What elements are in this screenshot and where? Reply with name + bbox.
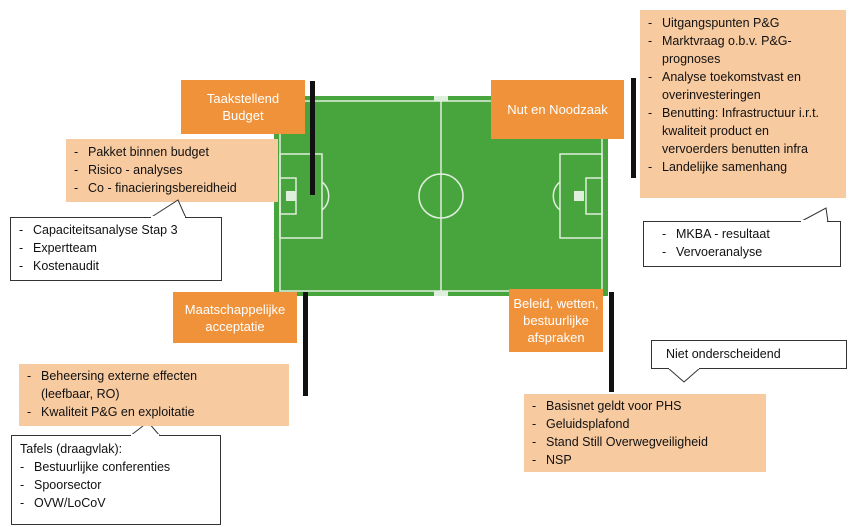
list-item: Geluidsplafond: [532, 415, 758, 433]
label-taakstellend-budget-text: Taakstellend Budget: [206, 91, 280, 123]
callout-joint: [669, 366, 699, 369]
list-item: Benutting: Infrastructuur i.r.t. kwalite…: [648, 104, 838, 158]
list-item: Vervoeranalyse: [662, 243, 832, 261]
callout-joint: [801, 220, 827, 223]
list-item: Stand Still Overwegveiligheid: [532, 433, 758, 451]
list-capaciteit-items: Capaciteitsanalyse Stap 3 Expertteam Kos…: [10, 217, 222, 281]
list-beleid-items: Basisnet geldt voor PHS Geluidsplafond S…: [524, 394, 766, 472]
list-item: Marktvraag o.b.v. P&G-prognoses: [648, 32, 838, 68]
list-tafels-items: Tafels (draagvlak): Bestuurlijke confere…: [11, 435, 221, 525]
callout-text: Niet onderscheidend: [666, 347, 781, 361]
list-item: MKBA - resultaat: [662, 225, 832, 243]
list-item: OVW/LoCoV: [20, 494, 212, 512]
label-nut-en-noodzaak-text: Nut en Noodzaak: [507, 102, 608, 117]
post-top-right: [631, 78, 636, 178]
callout-niet-onderscheidend: Niet onderscheidend: [651, 340, 847, 369]
list-mkba-items: MKBA - resultaat Vervoeranalyse: [643, 221, 841, 267]
list-item: Beheersing externe effecten (leefbaar, R…: [27, 367, 241, 403]
label-nut-en-noodzaak: Nut en Noodzaak: [491, 80, 624, 139]
tafels-heading: Tafels (draagvlak):: [20, 442, 123, 456]
list-item: Capaciteitsanalyse Stap 3: [19, 221, 213, 239]
label-taakstellend-budget: Taakstellend Budget: [181, 80, 305, 134]
list-item: Spoorsector: [20, 476, 212, 494]
callout-joint: [131, 434, 159, 437]
list-item: Risico - analyses: [74, 161, 270, 179]
label-beleid-wetten-text: Beleid, wetten, bestuurlijke afspraken: [513, 296, 599, 345]
list-item: Uitgangspunten P&G: [648, 14, 838, 32]
callout-joint: [151, 216, 185, 219]
list-nut-items: Uitgangspunten P&G Marktvraag o.b.v. P&G…: [640, 10, 846, 198]
list-item: Pakket binnen budget: [74, 143, 270, 161]
label-maatschappelijke-acceptatie-text: Maatschappelijke acceptatie: [184, 301, 286, 334]
list-budget-items: Pakket binnen budget Risico - analyses C…: [66, 139, 278, 202]
list-item: NSP: [532, 451, 758, 469]
list-item: Kwaliteit P&G en exploitatie: [27, 403, 281, 421]
list-item: Basisnet geldt voor PHS: [532, 397, 758, 415]
label-maatschappelijke-acceptatie: Maatschappelijke acceptatie: [173, 292, 297, 343]
list-item: Expertteam: [19, 239, 213, 257]
list-acceptatie-items: Beheersing externe effecten (leefbaar, R…: [19, 364, 289, 426]
post-bottom-right: [609, 292, 614, 392]
list-item: Landelijke samenhang: [648, 158, 838, 176]
post-bottom-left: [303, 292, 308, 396]
list-item: Analyse toekomstvast en overinvesteringe…: [648, 68, 838, 104]
list-item: Bestuurlijke conferenties: [20, 458, 212, 476]
label-beleid-wetten: Beleid, wetten, bestuurlijke afspraken: [509, 289, 603, 352]
list-item: Co - finacieringsbereidheid: [74, 179, 270, 197]
post-top-left: [310, 81, 315, 195]
list-item: Kostenaudit: [19, 257, 213, 275]
